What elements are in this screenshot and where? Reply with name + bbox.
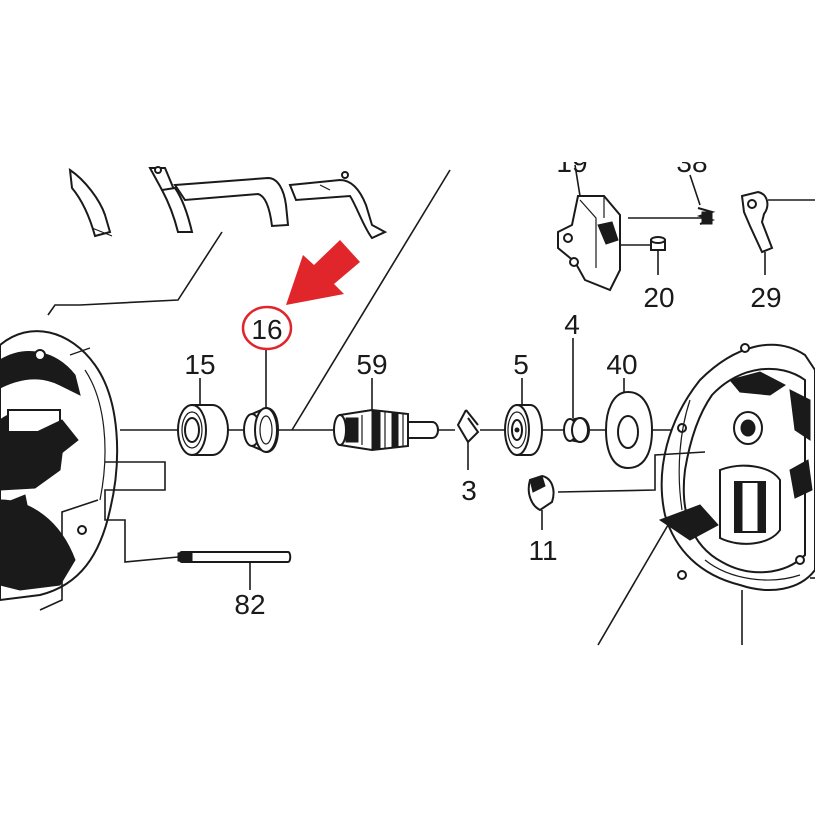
part-19-cover [557, 164, 621, 292]
left-frame [0, 330, 119, 602]
lower-diagonal-line [597, 524, 669, 646]
assembly-diagonal-line [291, 169, 451, 431]
part-38-spring [628, 174, 716, 225]
label-4: 4 [564, 309, 580, 340]
part-16-collar [243, 406, 280, 454]
label-38: 38 [676, 147, 707, 178]
part-4-bushing [563, 416, 591, 444]
part-11-pawl [527, 474, 555, 530]
label-40: 40 [606, 349, 637, 380]
label-19: 19 [556, 147, 587, 178]
label-16: 16 [251, 314, 282, 345]
top-bar-frame [68, 166, 388, 240]
right-side-plate [658, 343, 815, 591]
part-29-lever [740, 190, 815, 275]
part-5-bearing [504, 404, 544, 456]
label-20: 20 [643, 282, 674, 313]
highlight-arrow [286, 240, 360, 305]
highlight-circle [241, 305, 293, 351]
part-15-bearing [177, 404, 230, 456]
label-29: 29 [750, 282, 781, 313]
part-59-pinion-gear [333, 408, 440, 452]
part-20-screw [650, 236, 666, 275]
label-3: 3 [461, 475, 477, 506]
label-82: 82 [234, 589, 265, 620]
part-40-washer [604, 390, 654, 470]
label-5: 5 [513, 349, 529, 380]
part-82-pin [177, 551, 292, 590]
label-15: 15 [184, 349, 215, 380]
label-11: 11 [528, 535, 557, 566]
label-59: 59 [356, 349, 387, 380]
part-3-clip [456, 409, 480, 470]
